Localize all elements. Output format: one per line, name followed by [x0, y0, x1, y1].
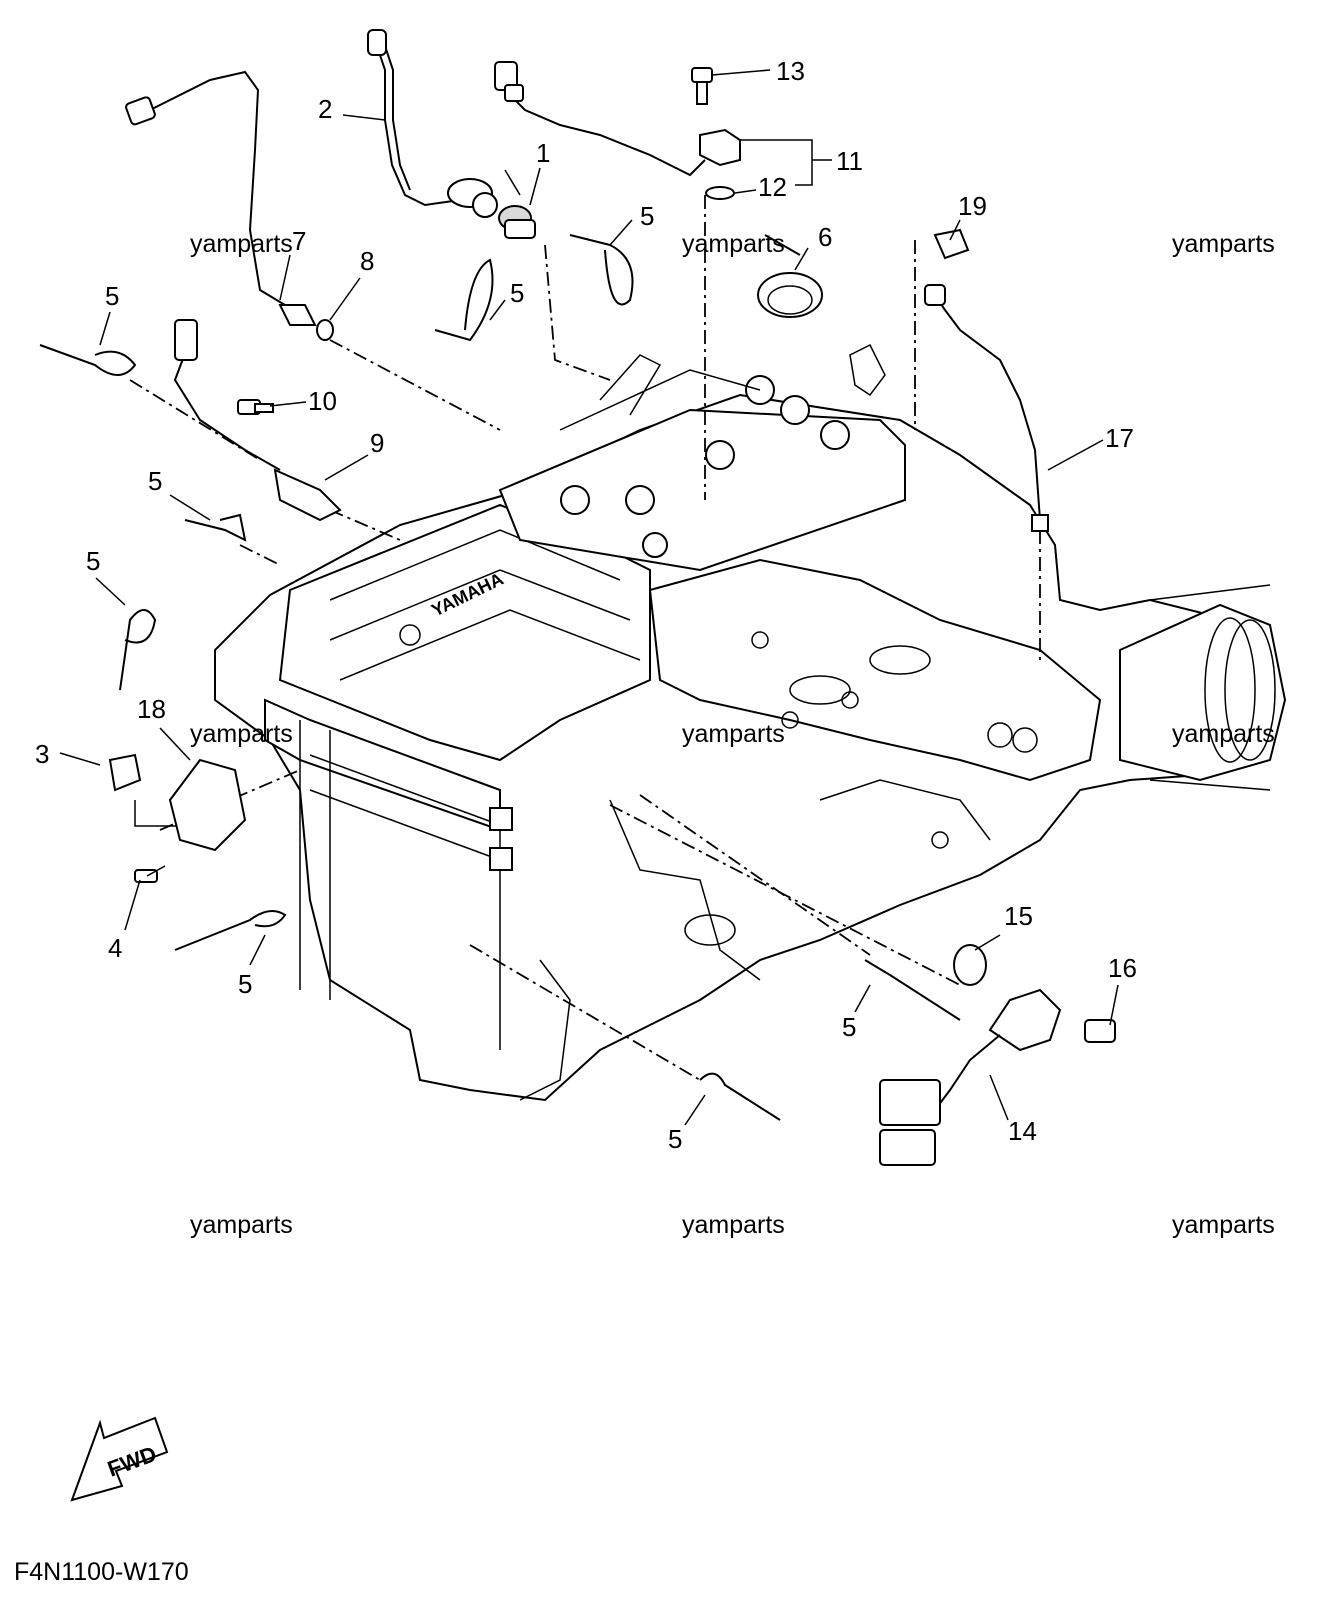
callout-4: 4: [108, 933, 122, 963]
callout-10: 10: [308, 386, 337, 416]
watermarks: yamparts yamparts yamparts yamparts yamp…: [190, 230, 1275, 1239]
callout-5-b: 5: [510, 278, 524, 308]
part-6-band: [757, 234, 823, 318]
watermark: yamparts: [190, 720, 293, 748]
part-13-screw: [691, 67, 771, 105]
part-9-sensor: [173, 319, 342, 522]
callout-3: 3: [35, 739, 49, 769]
part-14-sensor-harness: [879, 944, 1116, 1166]
watermark: yamparts: [190, 1211, 293, 1239]
callout-5-f: 5: [238, 969, 252, 999]
callout-1: 1: [536, 138, 550, 168]
callout-5-h: 5: [668, 1124, 682, 1154]
callout-7: 7: [292, 226, 306, 256]
watermark: yamparts: [1172, 720, 1275, 748]
callout-labels: 1 2 3 4 5 5 5 5 5 5 5 5 6 7 8 9 10 11 12…: [35, 56, 1137, 1154]
engine-assembly: YAMAHA: [214, 343, 1287, 1102]
callout-2: 2: [318, 94, 332, 124]
fwd-arrow-icon: FWD: [70, 1416, 169, 1502]
callout-11: 11: [836, 146, 863, 176]
callout-9: 9: [370, 428, 384, 458]
callout-15: 15: [1004, 901, 1033, 931]
callout-5-g: 5: [842, 1012, 856, 1042]
callout-leaders: [59, 114, 1119, 1126]
callout-16: 16: [1108, 953, 1137, 983]
part-7-sensor-harness: [125, 70, 334, 341]
callout-5-d: 5: [148, 466, 162, 496]
cable-ties: [39, 234, 961, 1121]
part-1-sensor: [498, 205, 536, 239]
leader-lines: [129, 169, 1041, 1081]
callout-8: 8: [360, 246, 374, 276]
diagram-code: F4N1100-W170: [14, 1558, 189, 1586]
callout-5-c: 5: [105, 281, 119, 311]
part-17-sensor-harness: [924, 228, 1049, 532]
watermark: yamparts: [682, 720, 785, 748]
watermark: yamparts: [682, 230, 785, 258]
callout-19: 19: [958, 191, 987, 221]
callout-5-a: 5: [640, 201, 654, 231]
watermark: yamparts: [190, 230, 293, 258]
callout-14: 14: [1008, 1116, 1037, 1146]
part-18-bracket: [108, 753, 247, 883]
part-11-sensor-harness: [494, 61, 741, 200]
callout-17: 17: [1105, 423, 1134, 453]
callout-12: 12: [758, 172, 787, 202]
watermark: yamparts: [682, 1211, 785, 1239]
callout-18: 18: [137, 694, 166, 724]
watermark: yamparts: [1172, 230, 1275, 258]
callout-5-e: 5: [86, 546, 100, 576]
part-2-lead-wire: [367, 29, 498, 218]
callout-13: 13: [776, 56, 805, 86]
watermark: yamparts: [1172, 1211, 1275, 1239]
callout-6: 6: [818, 222, 832, 252]
